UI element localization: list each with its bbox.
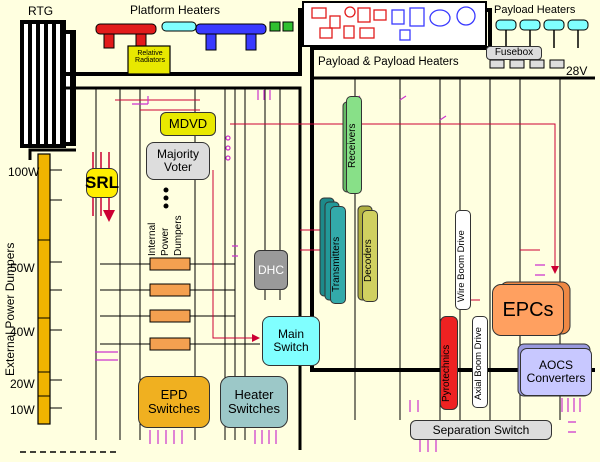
axial-boom-drive-label: Axial Boom Drive xyxy=(473,327,484,400)
platform-heaters-label: Platform Heaters xyxy=(130,3,221,17)
majority-voter-line2: Voter xyxy=(163,160,193,174)
mdvd-label: MDVD xyxy=(168,116,208,132)
dumpers-label: Dumpers xyxy=(173,215,184,256)
heater-switches-line2: Switches xyxy=(227,401,281,416)
wire-boom-drive-label: Wire Boom Drive xyxy=(456,230,467,302)
power-level-50w: 50W xyxy=(10,261,35,275)
epcs-label: EPCs xyxy=(502,298,554,321)
aocs-converters-box: AOCS Converters xyxy=(520,348,592,396)
heater-switches-box: Heater Switches xyxy=(220,376,288,428)
receivers-box xyxy=(346,96,362,194)
relative-radiators-block xyxy=(127,45,171,75)
epd-switches-line1: EPD xyxy=(160,387,188,403)
main-switch-line1: Main xyxy=(277,327,304,342)
srl-box: SRL xyxy=(85,168,119,198)
aocs-line1: AOCS xyxy=(538,358,573,373)
dhc-label: DHC xyxy=(258,262,284,277)
decoders-label: Decoders xyxy=(363,239,374,282)
pyrotechnics-box xyxy=(440,316,458,410)
payload-heaters-label: Payload Heaters xyxy=(494,4,576,16)
power-dumper-resistor-icon xyxy=(37,153,51,425)
power-level-100w: 100W xyxy=(8,165,40,179)
majority-voter-box: Majority Voter xyxy=(146,142,210,180)
payload-and-payload-heaters-label: Payload & Payload Heaters xyxy=(318,56,459,68)
mdvd-box: MDVD xyxy=(160,112,216,136)
receivers-label: Receivers xyxy=(347,123,358,168)
power-level-40w: 40W xyxy=(10,325,35,339)
fusebox: Fusebox xyxy=(486,46,542,60)
fuse-icon xyxy=(489,59,565,69)
platform-heater-icon xyxy=(95,21,294,51)
epd-switches-line2: Switches xyxy=(147,401,201,416)
rtg-label: RTG xyxy=(28,4,54,18)
payload-instrument-icon xyxy=(311,6,387,39)
power-label: Power xyxy=(160,227,171,256)
epcs-box: EPCs xyxy=(492,284,564,336)
internal-power-dumpers-icon xyxy=(100,187,260,351)
power-level-20w: 20W xyxy=(10,377,35,391)
aocs-line2: Converters xyxy=(526,371,586,385)
bus-voltage-label: 28V xyxy=(566,64,588,78)
wire-boom-drive-box xyxy=(455,210,471,310)
power-level-10w: 10W xyxy=(10,403,35,417)
majority-voter-line1: Majority xyxy=(156,147,199,162)
rtg-fins-icon xyxy=(20,20,76,148)
axial-boom-drive-box xyxy=(472,316,488,408)
heater-switches-line1: Heater xyxy=(234,387,274,403)
dhc-box: DHC xyxy=(254,250,288,290)
epd-switches-box: EPD Switches xyxy=(138,376,210,428)
srl-label: SRL xyxy=(85,173,119,193)
fusebox-label: Fusebox xyxy=(494,46,534,58)
pyrotechnics-label: Pyrotechnics xyxy=(441,344,452,402)
main-switch-box: Main Switch xyxy=(262,316,320,366)
separation-switch-label: Separation Switch xyxy=(432,422,530,437)
main-switch-line2: Switch xyxy=(273,340,309,354)
decoders-box xyxy=(362,210,378,302)
transmitters-box xyxy=(330,206,346,304)
transmitters-label: Transmitters xyxy=(331,236,342,292)
separation-switch-box: Separation Switch xyxy=(410,420,552,440)
internal-label: Internal xyxy=(147,222,158,256)
